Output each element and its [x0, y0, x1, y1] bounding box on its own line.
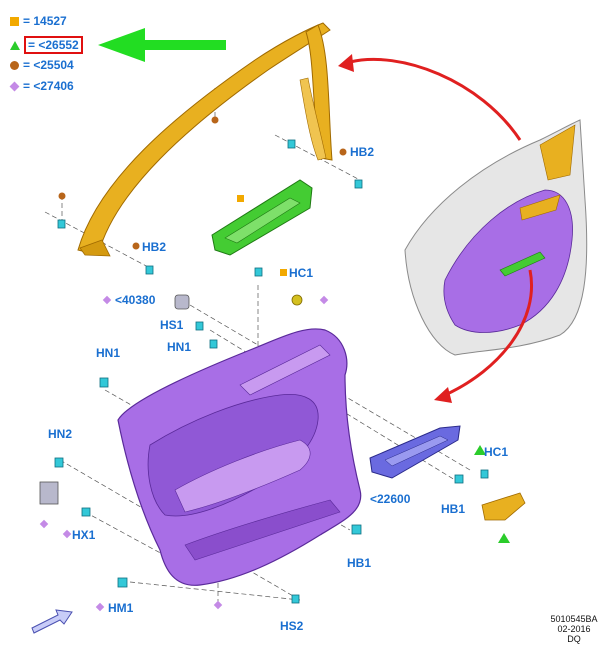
callout-hn1: HN1 — [167, 340, 192, 354]
speaker-grille-part — [174, 294, 190, 310]
callout-hs1: HS1 — [160, 318, 184, 332]
callout-hn2: HN2 — [48, 427, 73, 441]
window-switch-bezel — [369, 425, 461, 479]
legend-row-circle: = <25504 — [10, 58, 74, 72]
upper-window-frame — [77, 22, 333, 257]
square-icon — [10, 16, 19, 26]
callout-hb2: HB2 — [142, 240, 167, 254]
pin-fastener — [291, 294, 303, 306]
fastener-clips — [54, 139, 489, 604]
door-handle-bezel — [211, 179, 313, 256]
reference-block: 5010545BA 02-2016 DQ — [548, 614, 600, 644]
callout-hc1: HC1 — [484, 445, 509, 459]
legend-text: = 14527 — [23, 14, 67, 28]
highlight-arrow — [98, 28, 226, 62]
door-trim-panel — [117, 328, 362, 586]
trim-bracket — [481, 492, 526, 521]
callout-hb1: HB1 — [441, 502, 466, 516]
triangle-icon — [10, 40, 20, 50]
legend-text: = <25504 — [23, 58, 74, 72]
diamond-icon — [9, 81, 20, 91]
reference-date: 02-2016 — [557, 624, 591, 634]
reference-initials: DQ — [567, 634, 581, 644]
legend-row-square: = 14527 — [10, 14, 67, 28]
reference-code: 5010545BA — [550, 614, 598, 624]
callout-40380: <40380 — [115, 293, 156, 307]
front-direction-arrow — [31, 609, 73, 634]
callout-hx1: HX1 — [72, 528, 96, 542]
legend-text: = <27406 — [23, 79, 74, 93]
red-arrowhead-upper — [338, 54, 354, 72]
connector-block — [39, 481, 59, 505]
legend-row-triangle: = <26552 — [10, 36, 83, 54]
callout-hn1: HN1 — [96, 346, 121, 360]
legend-text: = <26552 — [24, 36, 83, 54]
callout-hb1: HB1 — [347, 556, 372, 570]
callout-hc1: HC1 — [289, 266, 314, 280]
door-assembly-inset — [404, 119, 588, 356]
callout-hb2: HB2 — [350, 145, 375, 159]
legend-row-diamond: = <27406 — [9, 79, 74, 93]
callout-hm1: HM1 — [108, 601, 134, 615]
callout-22600: <22600 — [370, 492, 411, 506]
circle-icon — [10, 60, 19, 70]
red-arrowhead-lower — [434, 387, 452, 403]
explode-arrows — [349, 57, 533, 397]
callout-hs2: HS2 — [280, 619, 304, 633]
